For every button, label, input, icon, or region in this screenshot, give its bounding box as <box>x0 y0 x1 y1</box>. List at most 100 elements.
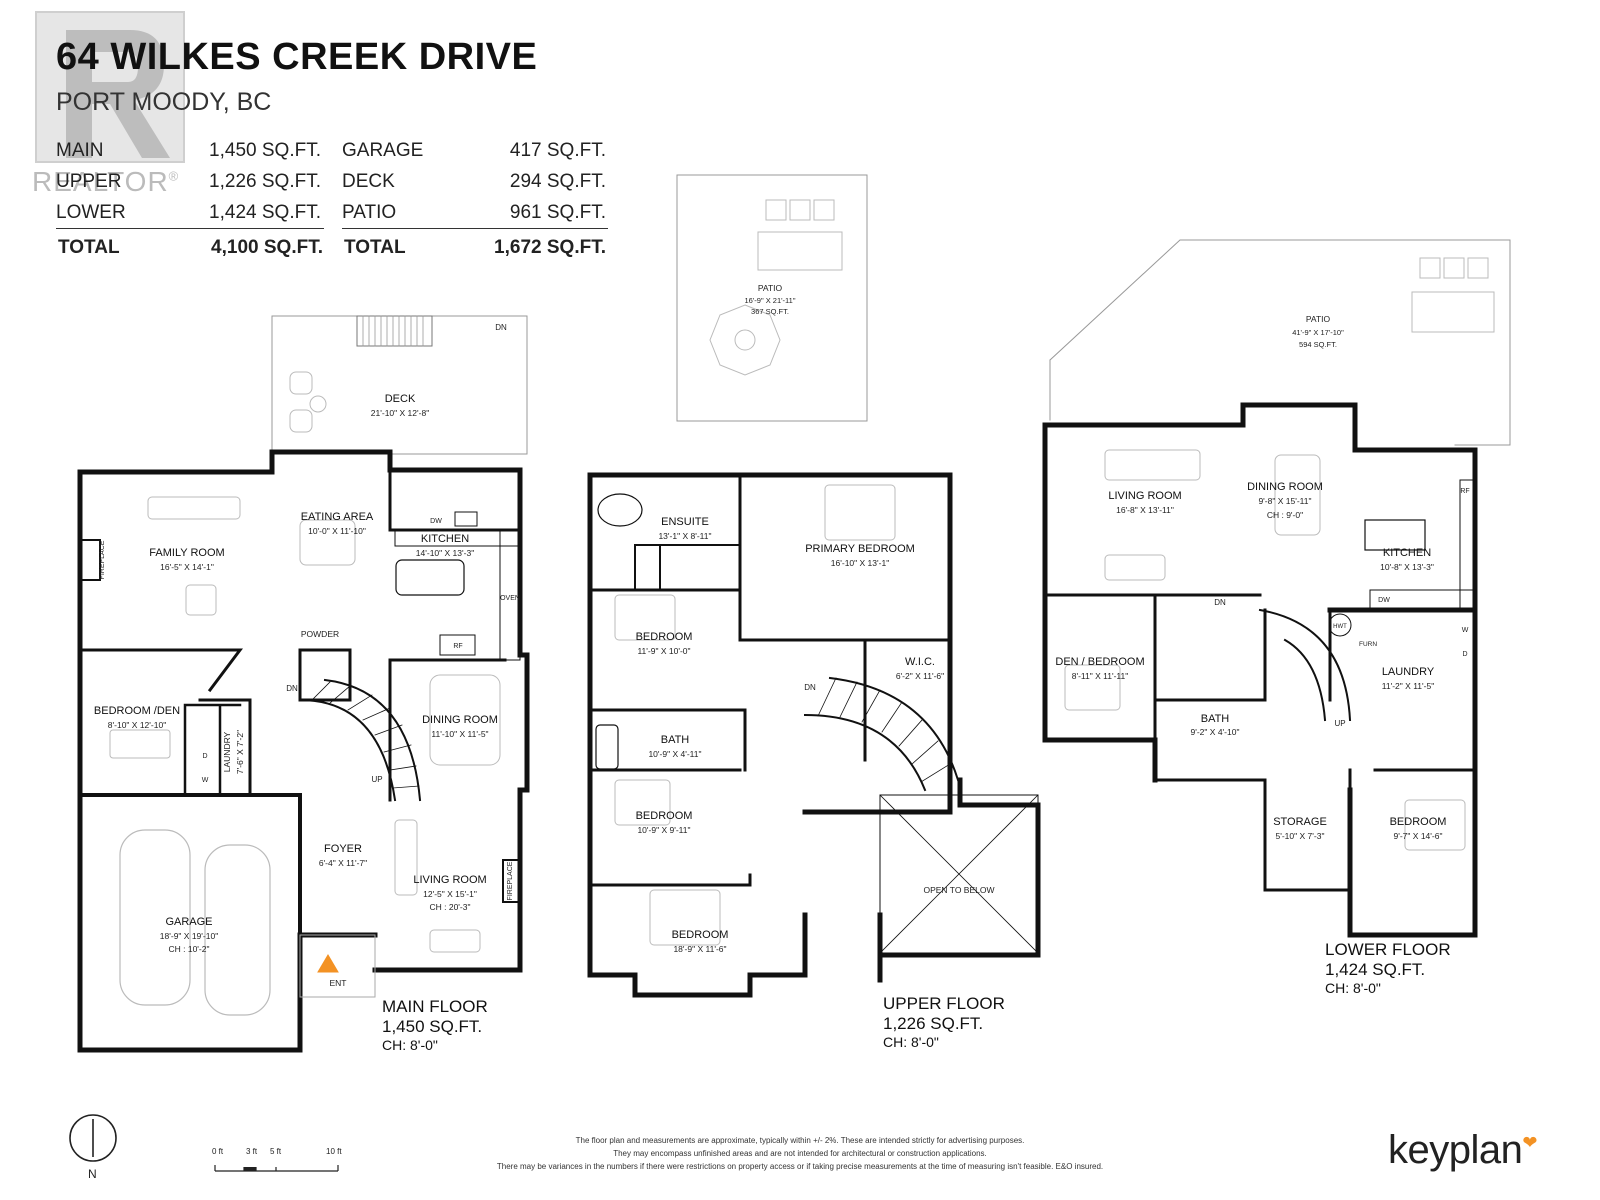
entry-label: ENT <box>330 978 347 988</box>
laundry-wall <box>183 703 242 797</box>
divider <box>342 228 608 229</box>
floor-label: LOWER FLOOR <box>1325 940 1451 959</box>
room-dims-living-room: 16'-8" X 13'-11" <box>1116 505 1174 515</box>
lower-interior-wall <box>1153 608 1477 937</box>
realtor-wordmark: REALTOR® <box>32 166 180 197</box>
disclaimer-line: They may encompass unfinished areas and … <box>613 1149 987 1158</box>
room-ceiling-living-room: CH : 20'-3" <box>429 902 470 912</box>
room-dims-ensuite: 13'-1" X 8'-11" <box>658 531 711 541</box>
room-name-living-room: LIVING ROOM <box>1108 490 1181 502</box>
hot-water-tank-icon <box>1328 613 1352 637</box>
upper-patio-outline <box>676 174 868 422</box>
entry-arrow-icon <box>317 954 339 973</box>
area-value: 294 SQ.FT. <box>509 171 606 192</box>
open-to-below-area <box>879 794 1039 954</box>
ensuite-wall <box>634 544 741 591</box>
room-area-patio: 367 SQ.FT. <box>751 307 789 316</box>
upper-exterior-wall <box>587 472 1041 998</box>
room-dims-wic: 6'-2" X 11'-6" <box>896 671 944 681</box>
room-dims-bedroom: 11'-9" X 10'-0" <box>637 646 690 656</box>
upper-stair <box>803 713 927 792</box>
lower-stair <box>1258 608 1352 722</box>
room-dims-patio: 41'-9" X 17'-10" <box>1292 328 1344 337</box>
lower-interior-wall <box>1043 593 1352 892</box>
lower-floor-labels: PATIO 41'-9" X 17'-10" 594 SQ.FT. LIVING… <box>1055 314 1469 841</box>
bed-icons <box>614 484 896 946</box>
main-floor-labels: DECK 21'-10" X 12'-8" EATING AREA 10'-0"… <box>94 323 520 988</box>
upper-stair <box>828 676 960 782</box>
room-dims-kitchen: 10'-8" X 13'-3" <box>1380 562 1434 572</box>
open-to-below-label: OPEN TO BELOW <box>923 885 994 895</box>
fireplace-icon <box>502 859 521 903</box>
furniture <box>1064 449 1466 851</box>
room-name-kitchen: KITCHEN <box>421 533 469 545</box>
area-value: 1,424 SQ.FT. <box>209 202 321 223</box>
room-name-dining-room: DINING ROOM <box>1247 481 1323 493</box>
area-row-main: MAIN 1,450 SQ.FT. <box>56 140 326 168</box>
room-dims-dining-room: 9'-8" X 15'-11" <box>1258 496 1311 506</box>
deck-stairs <box>356 315 433 347</box>
bathtub-icon <box>595 724 619 770</box>
room-name-garage: GARAGE <box>165 916 212 928</box>
room-dims-bedroom: 18'-9" X 11'-6" <box>673 944 726 954</box>
room-name-deck: DECK <box>385 393 416 405</box>
area-value: 1,672 SQ.FT. <box>494 237 606 258</box>
lower-stair <box>1283 638 1327 722</box>
kitchen-counter <box>499 529 521 661</box>
fireplace-label: FIREPLACE <box>99 540 106 579</box>
stair-down-label: DN <box>1214 598 1226 607</box>
area-row-total: TOTAL 4,100 SQ.FT. <box>58 237 328 265</box>
area-row-patio: PATIO 961 SQ.FT. <box>342 202 612 230</box>
room-dims-laundry: 11'-2" X 11'-5" <box>1382 681 1434 691</box>
room-name-bath: BATH <box>661 734 690 746</box>
area-label: TOTAL <box>58 237 120 258</box>
scale-bar-graphic <box>214 1165 339 1172</box>
area-value: 417 SQ.FT. <box>509 140 606 161</box>
deck-chairs <box>289 371 327 433</box>
area-label: PATIO <box>342 202 397 223</box>
fireplace-label: FIREPLACE <box>507 861 514 900</box>
fridge-label: RF <box>1460 488 1469 495</box>
lower-exterior-wall <box>1042 402 1478 613</box>
room-name-laundry: LAUNDRY <box>222 731 232 772</box>
main-stair <box>298 698 397 802</box>
area-value: 961 SQ.FT. <box>509 202 606 223</box>
stair-up-label: UP <box>371 775 382 784</box>
north-arrow-icon <box>69 1114 117 1162</box>
floor-label: UPPER FLOOR <box>883 994 1005 1013</box>
room-dims-family-room: 16'-5" X 14'-1" <box>160 562 214 572</box>
upper-floor-plan <box>587 174 1041 998</box>
deck-outline <box>271 315 528 455</box>
room-dims-laundry: 7'-6" X 7'-2" <box>235 730 245 774</box>
area-row-lower: LOWER 1,424 SQ.FT. <box>56 202 326 230</box>
area-label: TOTAL <box>344 237 406 258</box>
room-dims-eating-area: 10'-0" X 11'-10" <box>308 526 366 536</box>
washer-label: W <box>202 777 209 784</box>
furniture <box>109 496 501 953</box>
page-subtitle: PORT MOODY, BC <box>56 88 272 116</box>
room-dims-bath: 9'-2" X 4'-10" <box>1191 727 1240 737</box>
floor-ceiling: CH: 8'-0" <box>1325 980 1381 996</box>
room-dims-den-bedroom: 8'-11" X 11'-11" <box>1072 671 1129 681</box>
sink-icon <box>454 511 478 527</box>
patio-furniture <box>709 199 843 376</box>
room-dims-primary-bedroom: 16'-10" X 13'-1" <box>831 558 889 568</box>
powder-room-wall <box>298 648 352 702</box>
disclaimer: The floor plan and measurements are appr… <box>400 1134 1200 1173</box>
room-area-patio: 594 SQ.FT. <box>1299 340 1337 349</box>
room-name-den-bedroom: DEN / BEDROOM <box>1055 656 1144 668</box>
area-value: 4,100 SQ.FT. <box>211 237 323 258</box>
dryer-label: D <box>1462 651 1467 658</box>
room-name-ensuite: ENSUITE <box>661 516 709 528</box>
room-dims-bedroom-den: 8'-10" X 12'-10" <box>108 720 166 730</box>
area-label: MAIN <box>56 140 104 161</box>
divider <box>56 228 324 229</box>
room-name-family-room: FAMILY ROOM <box>149 547 224 559</box>
room-name-bedroom: BEDROOM <box>1390 816 1447 828</box>
keyplan-logo: keyplan❤ <box>1388 1128 1537 1173</box>
room-dims-living-room: 12'-5" X 15'-1" <box>423 889 477 899</box>
hot-water-tank-label: HWT <box>1333 624 1347 630</box>
scale-label: 3 ft <box>246 1147 258 1156</box>
scale-label: 0 ft <box>212 1147 224 1156</box>
dishwasher-label: DW <box>430 518 442 525</box>
